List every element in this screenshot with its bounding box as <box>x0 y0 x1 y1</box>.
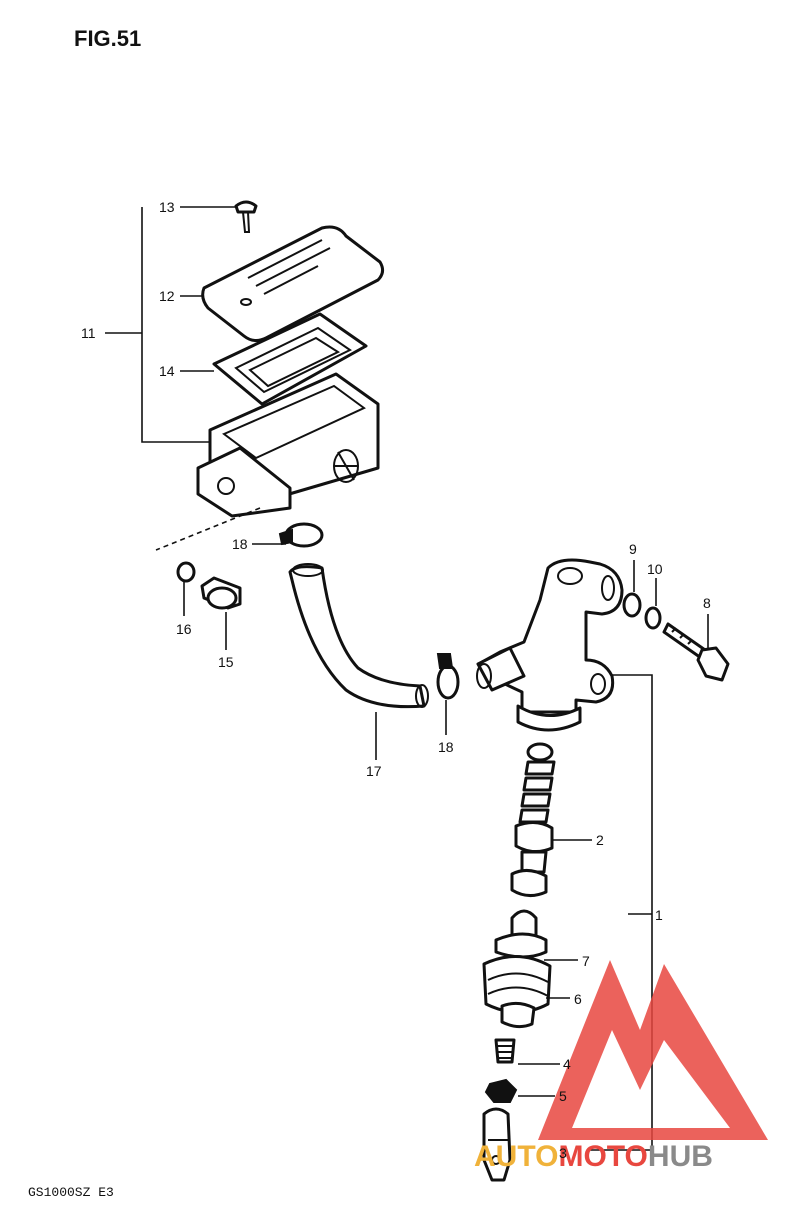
callout-9: 9 <box>629 541 637 557</box>
part-8-bolt <box>662 622 730 682</box>
part-1-master-cylinder-body <box>476 558 624 732</box>
part-6-boot <box>482 954 552 1029</box>
part-15-bolt <box>200 576 242 610</box>
part-13-screw <box>234 200 258 233</box>
watermark-logo <box>538 960 768 1140</box>
part-14-diaphragm <box>212 312 368 406</box>
part-5-nut <box>484 1078 518 1103</box>
group-bracket-1 <box>588 674 653 1151</box>
figure-code: GS1000SZ E3 <box>28 1185 114 1200</box>
part-9-washer <box>622 592 642 618</box>
watermark-text: AUTOMOTOHUB <box>474 1140 713 1173</box>
part-3-clevis <box>482 1107 512 1182</box>
callout-1: 1 <box>655 907 663 923</box>
callout-4: 4 <box>563 1056 571 1072</box>
watermark-triangle-icon <box>538 960 768 1140</box>
callout-6: 6 <box>574 991 582 1007</box>
callout-2: 2 <box>596 832 604 848</box>
part-12-reservoir-cap <box>201 225 385 343</box>
part-7-cup <box>494 909 548 959</box>
part-18-hose-clamp-lower <box>436 653 460 700</box>
callout-10: 10 <box>647 561 663 577</box>
callout-11: 11 <box>81 325 96 341</box>
part-4-push-rod <box>494 1038 516 1064</box>
mounting-dashed-line <box>155 507 261 551</box>
callout-17: 17 <box>366 763 382 779</box>
group-bracket-11 <box>141 207 210 443</box>
callout-14: 14 <box>159 363 175 379</box>
figure-title: FIG.51 <box>74 26 141 51</box>
callout-8: 8 <box>703 595 711 611</box>
callout-16: 16 <box>176 621 192 637</box>
part-reservoir-body <box>196 372 380 518</box>
part-16-washer <box>176 561 196 583</box>
part-17-hose <box>288 563 429 709</box>
callout-5: 5 <box>559 1088 567 1104</box>
callout-18-lower: 18 <box>438 739 454 755</box>
callout-3: 3 <box>559 1145 567 1161</box>
part-18-hose-clamp-upper <box>278 522 324 548</box>
part-2-piston-spring-assembly <box>510 742 556 897</box>
callout-12: 12 <box>159 288 175 304</box>
callout-13: 13 <box>159 199 175 215</box>
part-10-washer <box>644 606 662 630</box>
callout-7: 7 <box>582 953 590 969</box>
callout-15: 15 <box>218 654 234 670</box>
callout-18-upper: 18 <box>232 536 248 552</box>
